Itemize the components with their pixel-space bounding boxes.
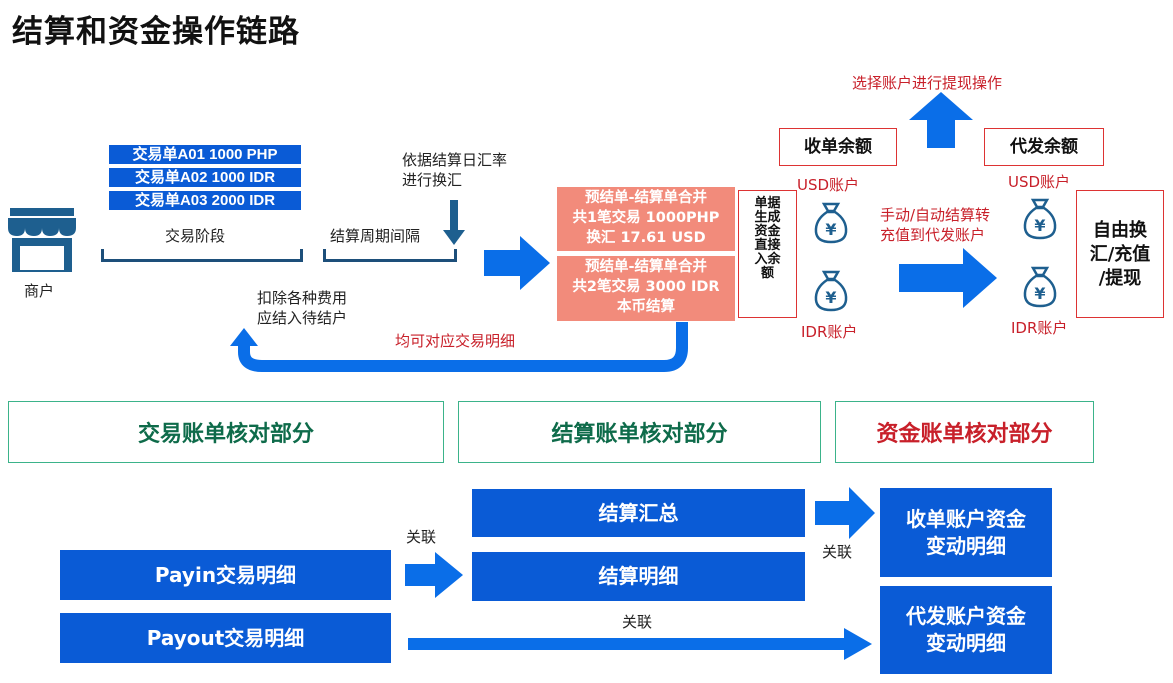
- deduct-note: 扣除各种费用 应结入待结户: [257, 288, 347, 328]
- transaction-a03: 交易单A03 2000 IDR: [109, 191, 301, 210]
- pre-settle-line: 预结单-结算单合并: [584, 190, 708, 206]
- long-right-arrow: [408, 628, 874, 660]
- section-settle-check: 结算账单核对部分: [458, 401, 821, 463]
- money-bag-icon: ¥: [813, 268, 849, 312]
- transfer-note-line: 充值到代发账户: [880, 226, 986, 244]
- svg-text:¥: ¥: [825, 220, 836, 239]
- fx-note-line: 依据结算日汇率: [402, 151, 508, 169]
- right-arrow: [405, 552, 465, 598]
- money-bag-icon: ¥: [813, 200, 849, 244]
- deduct-note-line: 扣除各种费用: [257, 289, 348, 307]
- note-char: 接: [767, 238, 781, 253]
- note-char: 成: [767, 210, 781, 225]
- section-trade-check: 交易账单核对部分: [8, 401, 444, 463]
- svg-text:¥: ¥: [1034, 284, 1045, 303]
- settle-interval-bracket: [323, 249, 457, 262]
- trade-stage-bracket: [101, 249, 303, 262]
- pre-settle-box-1: 预结单-结算单合并 共1笔交易 1000PHP 换汇 17.61 USD: [557, 187, 735, 251]
- transfer-note: 手动/自动结算转 充值到代发账户: [880, 205, 990, 245]
- transaction-a01: 交易单A01 1000 PHP: [109, 145, 301, 164]
- return-arrow: [222, 322, 692, 378]
- note-char: 余: [767, 252, 781, 267]
- pre-settle-line: 共2笔交易 3000 IDR: [572, 279, 720, 295]
- money-bag-icon: ¥: [1022, 196, 1058, 240]
- free-exchange-box: 自由换 汇/充值 /提现: [1076, 190, 1164, 318]
- merchant-label: 商户: [24, 282, 55, 300]
- money-bag-icon: ¥: [1022, 264, 1058, 308]
- link-label-2: 关联: [822, 543, 853, 561]
- payout-balance-box: 代发余额: [984, 128, 1104, 166]
- settle-detail: 结算明细: [472, 552, 805, 601]
- right-arrow: [815, 487, 877, 539]
- trade-stage-label: 交易阶段: [165, 227, 226, 245]
- note-char: 据: [767, 196, 781, 211]
- pre-settle-line: 换汇 17.61 USD: [586, 230, 706, 246]
- payout-fund-line: 变动明细: [926, 631, 1006, 655]
- link-label-3: 关联: [622, 613, 653, 631]
- svg-text:¥: ¥: [1034, 216, 1045, 235]
- fx-note: 依据结算日汇率 进行换汇: [402, 150, 507, 190]
- note-char: 资: [754, 224, 768, 239]
- collect-balance-box: 收单余额: [779, 128, 897, 166]
- settle-summary: 结算汇总: [472, 489, 805, 537]
- pre-settle-line: 本币结算: [617, 299, 675, 315]
- note-char: 单: [754, 196, 768, 211]
- note-char: 金: [767, 224, 781, 239]
- collect-fund-line: 变动明细: [926, 533, 1006, 558]
- page-title: 结算和资金操作链路: [12, 14, 300, 50]
- note-char: 直: [754, 238, 768, 253]
- link-label-1: 关联: [406, 528, 437, 546]
- deduct-note-line: 应结入待结户: [257, 309, 348, 327]
- free-box-line: 自由换: [1093, 220, 1147, 241]
- payin-detail: Payin交易明细: [60, 550, 391, 600]
- match-note: 均可对应交易明细: [395, 332, 516, 350]
- payout-detail: Payout交易明细: [60, 613, 391, 663]
- right-arrow: [484, 236, 552, 290]
- collect-fund-line: 收单账户资金: [906, 506, 1026, 531]
- collect-fund-detail: 收单账户资金 变动明细: [880, 488, 1052, 577]
- transfer-note-line: 手动/自动结算转: [880, 206, 991, 224]
- settle-interval-label: 结算周期间隔: [330, 227, 421, 245]
- section-fund-check: 资金账单核对部分: [835, 401, 1094, 463]
- pre-settle-line: 共1笔交易 1000PHP: [572, 210, 720, 226]
- note-char: 额: [760, 266, 774, 281]
- pre-settle-line: 预结单-结算单合并: [584, 259, 708, 275]
- collect-idr-label: IDR账户: [801, 323, 858, 341]
- note-char: 生: [754, 210, 768, 225]
- collect-usd-label: USD账户: [797, 176, 860, 194]
- pre-settle-box-2: 预结单-结算单合并 共2笔交易 3000 IDR 本币结算: [557, 256, 735, 321]
- payout-idr-label: IDR账户: [1011, 319, 1068, 337]
- svg-text:¥: ¥: [825, 288, 836, 307]
- free-box-line: 汇/充值: [1089, 244, 1151, 265]
- withdraw-note: 选择账户进行提现操作: [852, 74, 1003, 92]
- payout-usd-label: USD账户: [1008, 173, 1071, 191]
- payout-fund-detail: 代发账户资金 变动明细: [880, 586, 1052, 674]
- transaction-a02: 交易单A02 1000 IDR: [109, 168, 301, 187]
- up-arrow: [907, 92, 975, 148]
- payout-fund-line: 代发账户资金: [906, 604, 1026, 628]
- right-arrow: [899, 248, 999, 308]
- free-box-line: /提现: [1098, 268, 1142, 289]
- fx-note-line: 进行换汇: [402, 171, 463, 189]
- single-note-box: 单据 生成 资金 直接 入余 额: [738, 190, 797, 318]
- down-arrow: [443, 200, 465, 246]
- store-icon: [6, 206, 78, 274]
- note-char: 入: [754, 252, 768, 267]
